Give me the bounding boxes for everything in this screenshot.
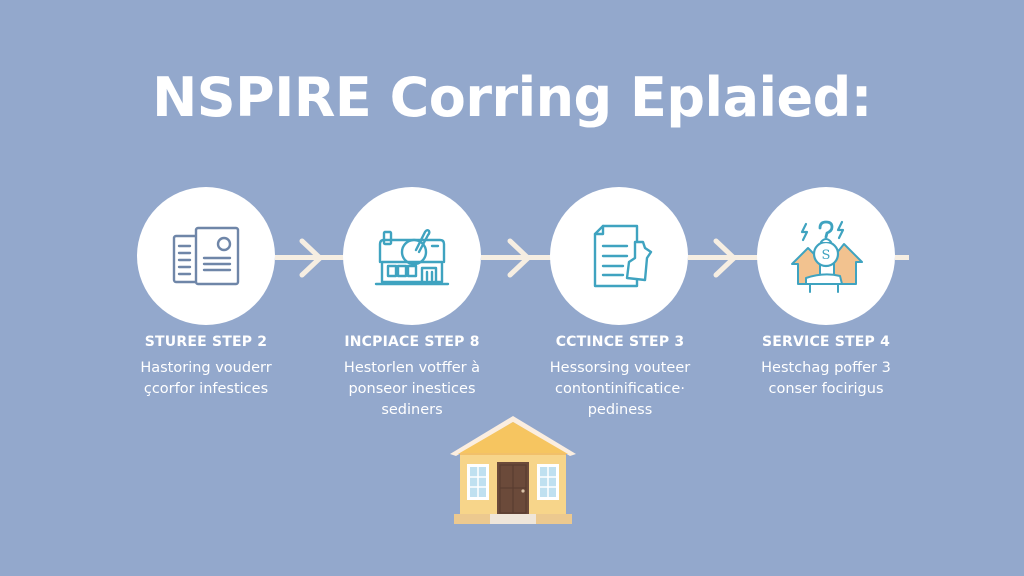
- arrow-right-icon: [506, 238, 540, 278]
- step-2-label: INCPIACE STEP 8 Hestorlen votffer à pons…: [302, 332, 522, 421]
- step-2-circle: [343, 187, 481, 325]
- page-title: NSPIRE Corring Eplaied:: [152, 66, 872, 129]
- step-4-circle: S: [757, 187, 895, 325]
- step-description: Hestorlen votffer à ponseor inestices se…: [343, 360, 481, 418]
- step-description: Hestchag poffer 3 conser focirigus: [761, 360, 891, 397]
- house-icon: [446, 412, 580, 528]
- step-description: Hessorsing vouteer contontinificatice· p…: [549, 360, 691, 418]
- step-title: STUREE STEP 2: [144, 334, 268, 350]
- step-1-circle: [137, 187, 275, 325]
- step-3-label: CCTINCE STEP 3 Hessorsing vouteer conton…: [510, 332, 730, 421]
- connector-line-4: [895, 255, 909, 260]
- arrow-right-icon: [712, 238, 746, 278]
- step-title: SERVICE STEP 4: [761, 334, 891, 350]
- building-inspection-icon: [370, 214, 454, 298]
- step-title: INCPIACE STEP 8: [344, 334, 480, 350]
- connector-line-2: [481, 255, 553, 260]
- arrow-right-icon: [298, 238, 332, 278]
- house-money-question-icon: S: [784, 214, 868, 298]
- document-profile-icon: [164, 214, 248, 298]
- step-description: Hastoring vouderr çcorfor infestices: [140, 360, 272, 397]
- step-3-circle: [550, 187, 688, 325]
- connector-line-3: [688, 255, 760, 260]
- step-1-label: STUREE STEP 2 Hastoring vouderr çcorfor …: [96, 332, 316, 400]
- step-title: CCTINCE STEP 3: [555, 334, 685, 350]
- svg-text:S: S: [822, 248, 831, 263]
- step-4-label: SERVICE STEP 4 Hestchag poffer 3 conser …: [716, 332, 936, 400]
- connector-line-1: [275, 255, 345, 260]
- documents-icon: [577, 214, 661, 298]
